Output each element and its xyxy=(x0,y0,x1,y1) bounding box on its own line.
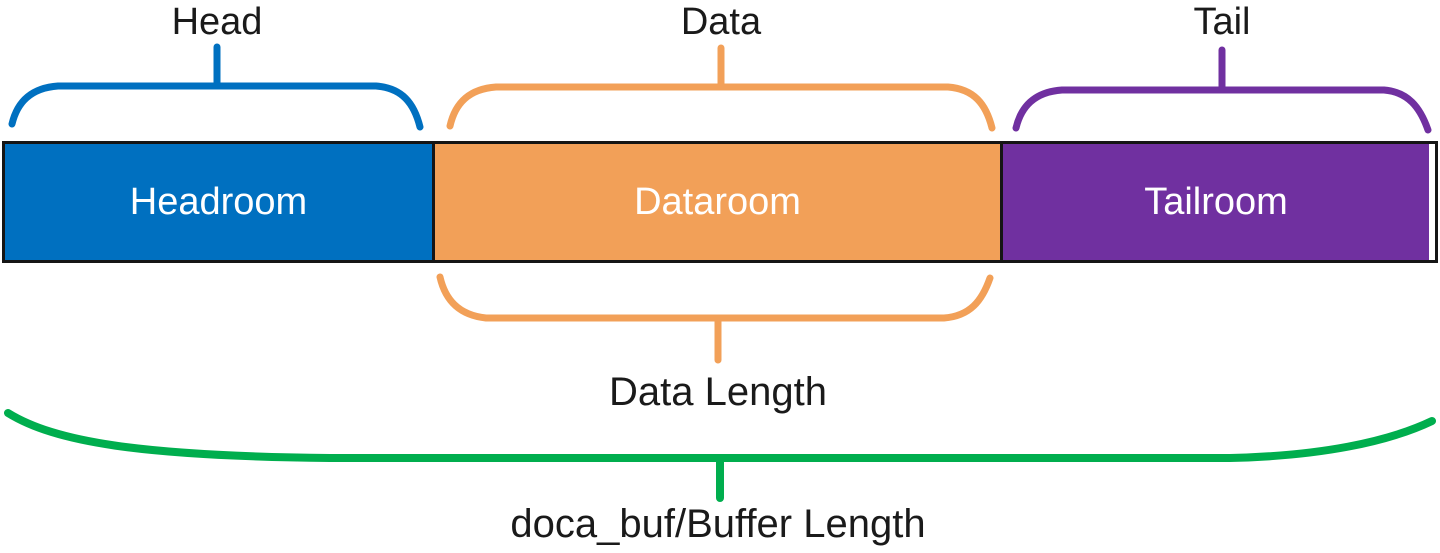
tailroom-segment: Tailroom xyxy=(1000,144,1429,260)
headroom-segment: Headroom xyxy=(5,144,432,260)
head-label: Head xyxy=(171,1,263,43)
data-length-brace xyxy=(436,273,994,364)
data-length-label: Data Length xyxy=(609,370,827,414)
buffer-bar: Headroom Dataroom Tailroom xyxy=(2,141,1438,263)
dataroom-segment: Dataroom xyxy=(432,144,1000,260)
buffer-length-brace xyxy=(4,409,1436,502)
data-brace xyxy=(446,44,996,132)
tail-label: Tail xyxy=(1193,1,1251,43)
tail-brace xyxy=(1012,46,1432,134)
buffer-length-label: doca_buf/Buffer Length xyxy=(510,502,926,546)
head-brace xyxy=(8,43,424,131)
data-label: Data xyxy=(680,1,762,43)
